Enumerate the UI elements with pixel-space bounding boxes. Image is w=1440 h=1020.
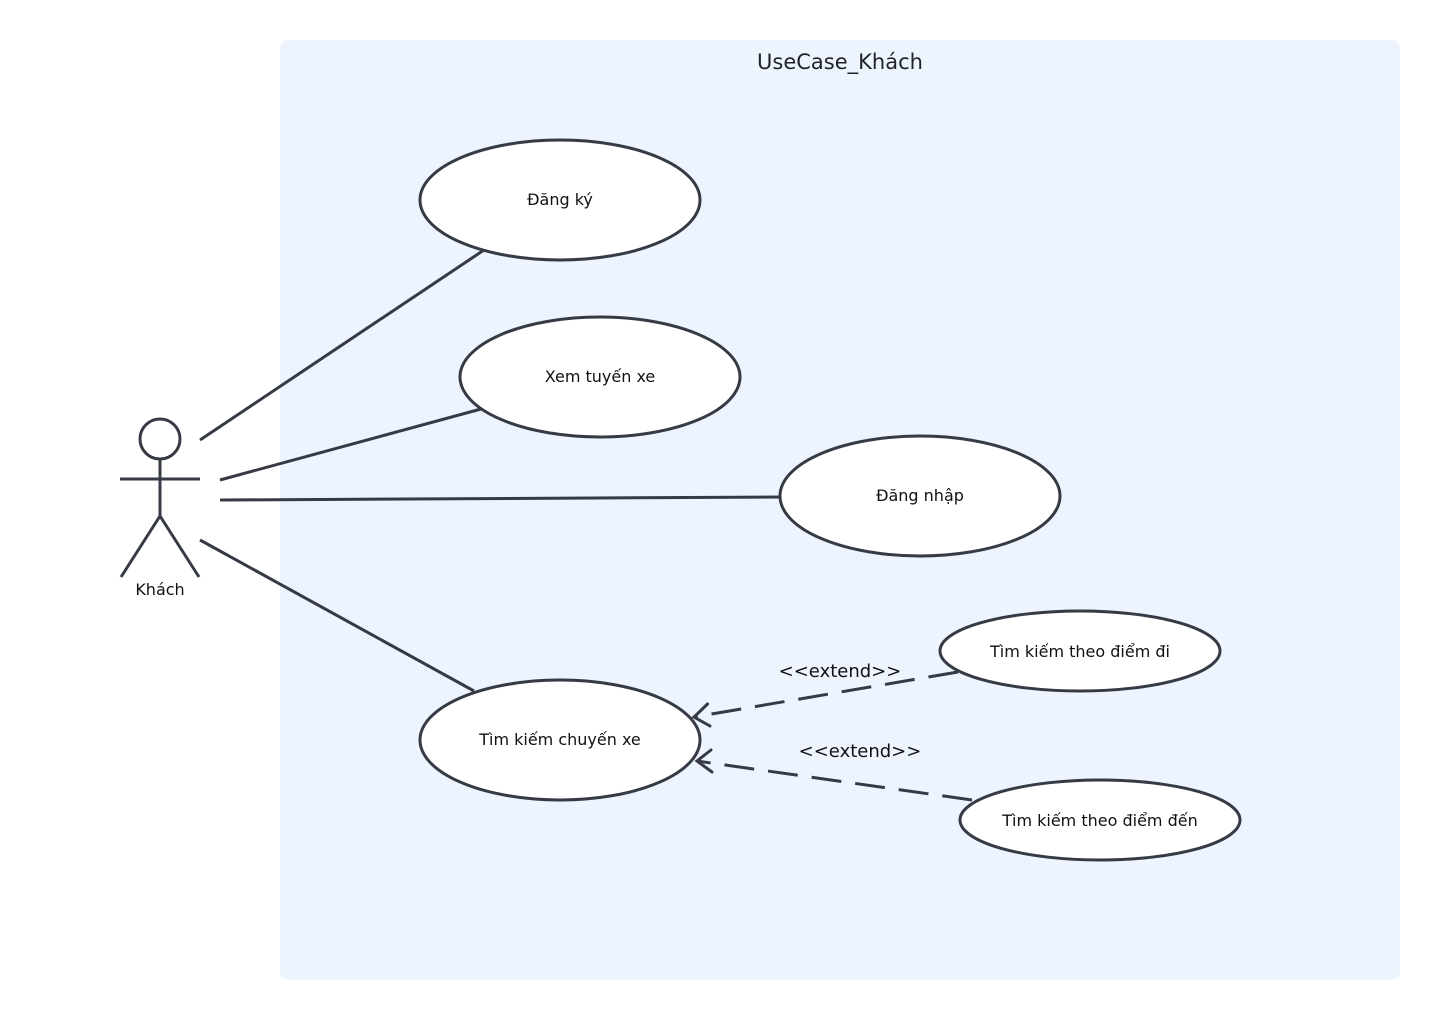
extend-label-departure: <<extend>>: [779, 661, 902, 682]
extend-line-departure: [693, 670, 959, 719]
usecase-search-by-destination[interactable]: Tìm kiếm theo điểm đến: [958, 778, 1242, 862]
extend-relation-destination[interactable]: <<extend>>: [694, 741, 973, 802]
extend-arrowhead-departure: [691, 702, 712, 728]
association-search-trips[interactable]: [199, 538, 475, 693]
association-register[interactable]: [199, 248, 485, 442]
usecase-login-label: Đăng nhập: [876, 486, 964, 505]
extend-arrowhead-destination: [694, 748, 714, 774]
usecase-search-by-departure-label: Tìm kiếm theo điểm đi: [989, 642, 1170, 661]
usecase-search-trips-label: Tìm kiếm chuyến xe: [478, 730, 641, 749]
actor-head-icon: [138, 417, 182, 461]
usecase-view-routes-label: Xem tuyến xe: [545, 367, 656, 386]
extend-relation-departure[interactable]: <<extend>>: [691, 661, 959, 728]
usecase-login[interactable]: Đăng nhập: [778, 434, 1062, 558]
actor-label: Khách: [135, 580, 184, 599]
actor-right-leg: [158, 515, 201, 578]
association-login[interactable]: [219, 495, 781, 502]
usecase-login-shape: [778, 434, 1062, 558]
system-title: UseCase_Khách: [757, 50, 923, 75]
usecase-search-trips-shape: [418, 678, 702, 802]
extend-line-destination: [696, 759, 973, 802]
usecase-search-by-departure-shape: [938, 609, 1222, 693]
usecase-view-routes-shape: [458, 315, 742, 439]
usecase-search-trips[interactable]: Tìm kiếm chuyến xe: [418, 678, 702, 802]
association-view-routes[interactable]: [219, 407, 482, 482]
usecase-search-by-destination-shape: [958, 778, 1242, 862]
usecase-search-by-destination-label: Tìm kiếm theo điểm đến: [1001, 811, 1198, 830]
extend-label-destination: <<extend>>: [799, 741, 922, 762]
usecase-register-shape: [418, 138, 702, 262]
usecase-view-routes[interactable]: Xem tuyến xe: [458, 315, 742, 439]
actor[interactable]: Khách: [119, 417, 201, 599]
usecase-register[interactable]: Đăng ký: [418, 138, 702, 262]
actor-left-leg: [119, 515, 162, 578]
usecase-register-label: Đăng ký: [527, 190, 593, 209]
usecase-search-by-departure[interactable]: Tìm kiếm theo điểm đi: [938, 609, 1222, 693]
